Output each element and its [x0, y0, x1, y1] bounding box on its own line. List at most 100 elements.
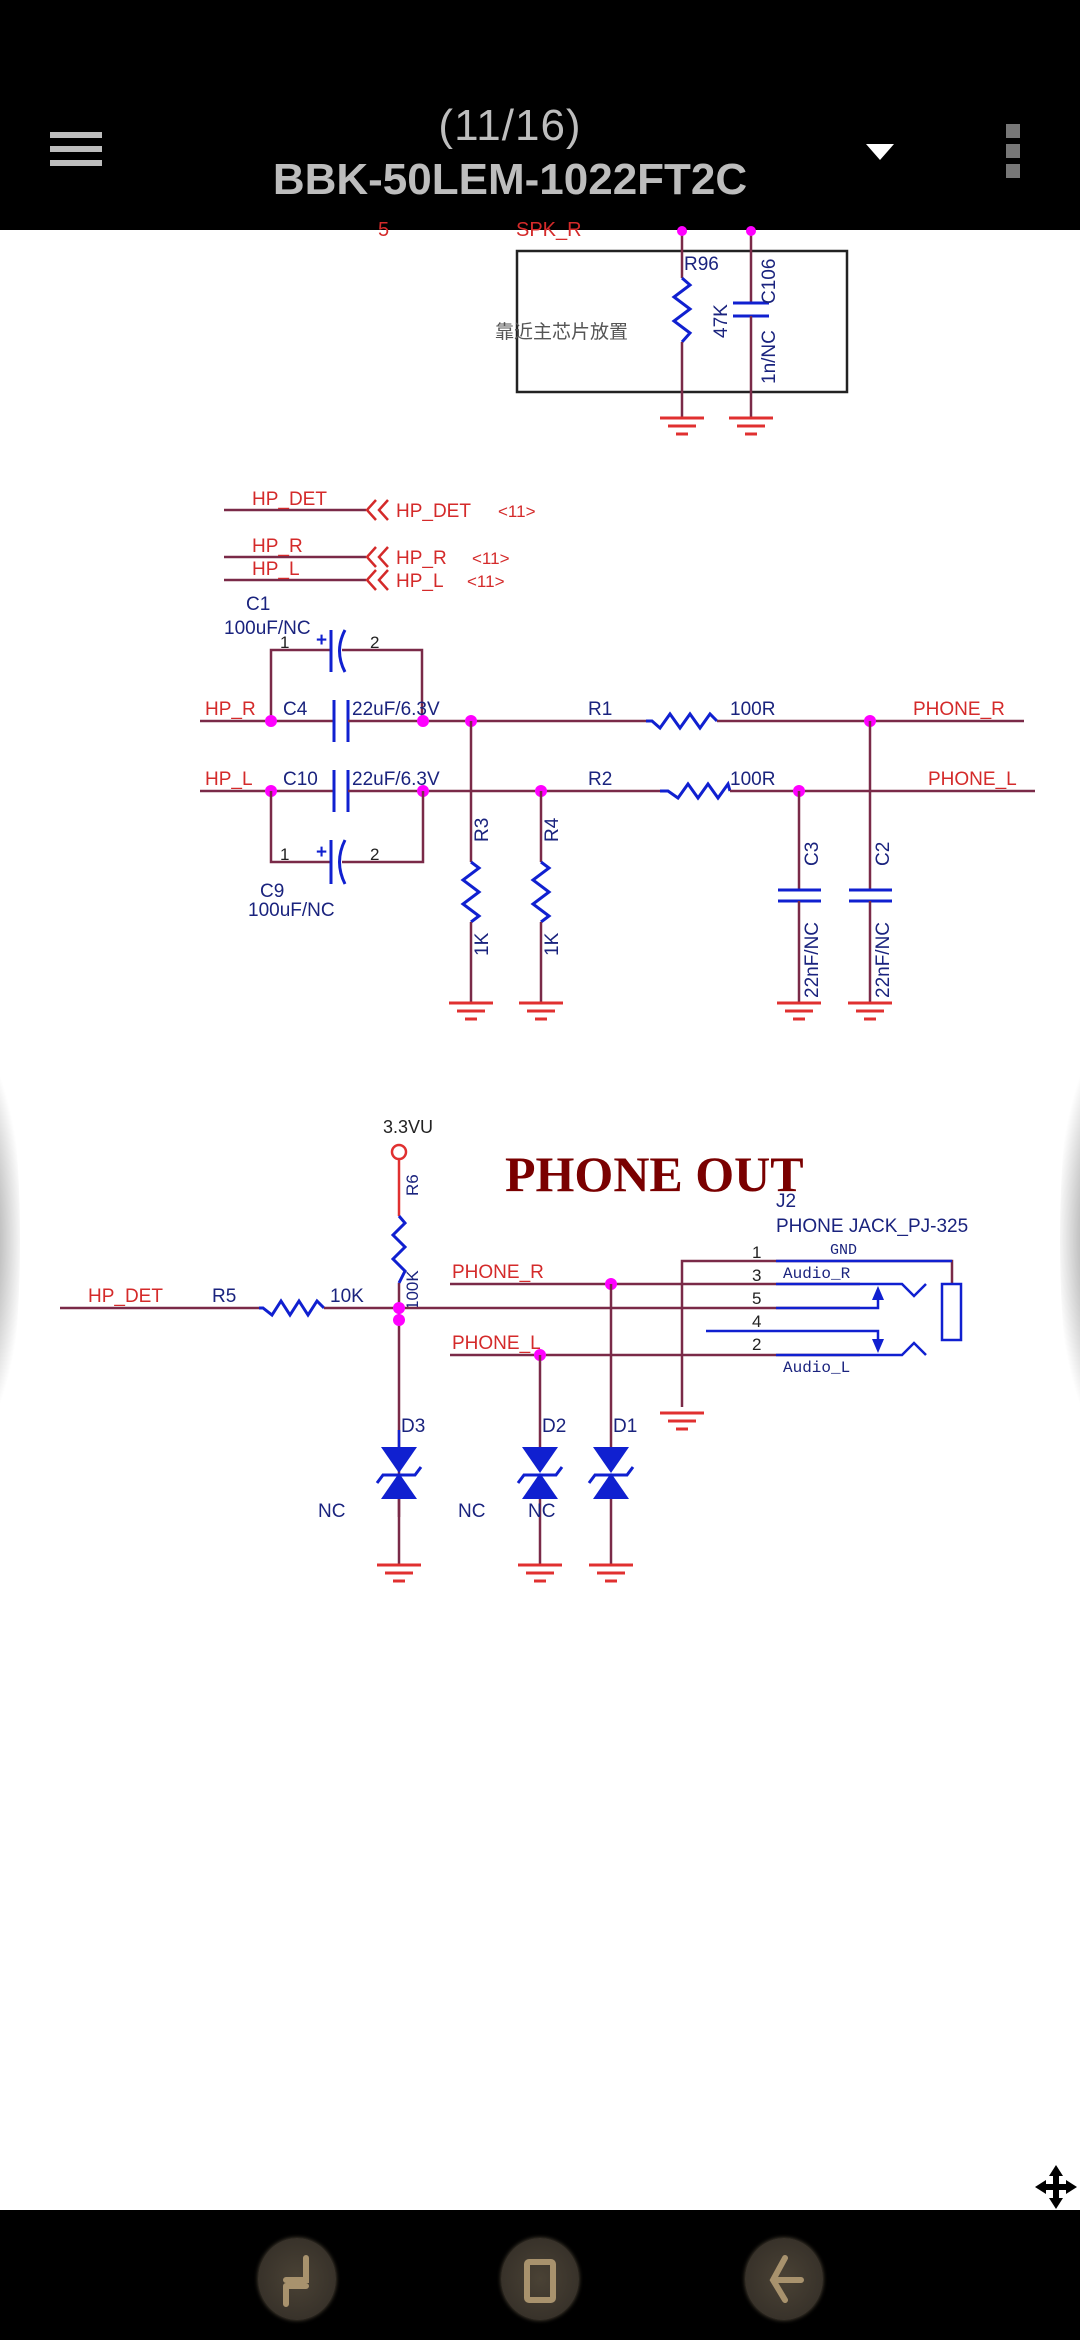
r1-ref: R1: [588, 699, 612, 720]
d2-ref: D2: [542, 1416, 566, 1437]
page-ref: <11>: [498, 502, 536, 521]
filter-section: C1 100uF/NC 1 + 2 HP_R C4 22uF/6.3V R1 1…: [200, 594, 1035, 1021]
hamburger-menu-icon[interactable]: [50, 132, 102, 172]
r4-value: 1K: [542, 932, 563, 956]
section-title: PHONE OUT: [505, 1146, 804, 1202]
wire: [269, 648, 330, 721]
ground-symbol: [447, 1001, 495, 1021]
net-label: HP_L: [252, 559, 300, 580]
port-label: HP_R: [396, 548, 447, 569]
c1-ref: C1: [246, 594, 270, 615]
diode-d2: D2 NC: [458, 1355, 566, 1583]
r5-ref: R5: [212, 1286, 236, 1307]
ground-symbol: [375, 1563, 423, 1583]
hp-l-label: HP_L: [205, 769, 253, 790]
document-title: BBK-50LEM-1022FT2C: [272, 155, 748, 204]
port-label: HP_L: [396, 571, 444, 592]
jack-audio-l-label: Audio_L: [783, 1359, 850, 1377]
c9-pin2: 2: [370, 845, 379, 864]
page-indicator: (11/16): [438, 101, 582, 150]
r2-ref: R2: [588, 769, 612, 790]
page-ref: <11>: [472, 549, 510, 568]
jack-pin-1: 1: [752, 1243, 761, 1262]
c4-value: 22uF/6.3V: [352, 699, 440, 720]
recent-apps-icon[interactable]: [258, 2238, 336, 2320]
jack-pin-2: 2: [752, 1335, 761, 1354]
move-arrows-icon[interactable]: [1034, 2164, 1078, 2210]
diode-d3: D3 NC: [318, 1416, 425, 1583]
partial-label: 5: [378, 219, 389, 241]
phone-l-label: PHONE_L: [928, 769, 1017, 790]
app-bar: (11/16) BBK-50LEM-1022FT2C: [0, 0, 1080, 230]
offpage-connector-icon: [365, 499, 389, 521]
c106-value: 1n/NC: [759, 330, 780, 384]
next-page-edge[interactable]: [1060, 1040, 1080, 1440]
back-arrow-icon[interactable]: [745, 2238, 823, 2320]
offpage-ports: HP_DET HP_DET <11> HP_R HP_R <11> HP_L H…: [224, 489, 536, 592]
net-label: HP_R: [252, 536, 303, 557]
r3-ref: R3: [472, 818, 493, 842]
wire: [342, 791, 425, 864]
net-label: HP_DET: [252, 489, 327, 510]
c106-ref: C106: [759, 259, 780, 304]
c10-value: 22uF/6.3V: [352, 769, 440, 790]
resistor-r96: [671, 276, 693, 343]
offpage-connector-icon: [365, 569, 389, 591]
c10-ref: C10: [283, 769, 318, 790]
partial-net-label: SPK_R: [516, 219, 582, 241]
d3-value: NC: [318, 1501, 345, 1522]
junction-dot: [417, 715, 429, 727]
resistor-r6: [390, 1215, 408, 1284]
capacitor-plate: [338, 839, 347, 885]
previous-page-edge[interactable]: [0, 1040, 20, 1440]
c1-value: 100uF/NC: [224, 618, 311, 639]
port-label: HP_DET: [396, 501, 471, 522]
tvs-diode-icon: [587, 1445, 635, 1501]
c1-pin1: 1: [280, 633, 289, 652]
document-canvas[interactable]: 5 SPK_R 靠近主芯片放置 R96 47K C106 1n/NC HP_DE…: [0, 219, 1080, 2210]
ground-symbol: [846, 1001, 894, 1021]
phone-r-label: PHONE_R: [913, 699, 1005, 720]
page-ref: <11>: [467, 572, 505, 591]
d1-ref: D1: [613, 1416, 637, 1437]
jack-switch-r: [776, 1290, 880, 1310]
title-block: (11/16) BBK-50LEM-1022FT2C: [0, 100, 1020, 208]
ground-symbol: [516, 1563, 564, 1583]
wire: [269, 791, 330, 864]
c9-value: 100uF/NC: [248, 900, 335, 921]
c1-pin2: 2: [370, 633, 379, 652]
c9-polarity: +: [316, 842, 327, 863]
junction-dot: [393, 1314, 405, 1326]
home-icon[interactable]: [501, 2238, 579, 2320]
c9-pin1: 1: [280, 845, 289, 864]
placement-note: 靠近主芯片放置: [495, 321, 628, 343]
d2-nc-label: NC: [458, 1501, 485, 1522]
junction-dot: [265, 715, 277, 727]
wire: [342, 648, 424, 721]
junction-dot: [677, 226, 687, 236]
hp-r-label: HP_R: [205, 699, 256, 720]
jack-audio-r-label: Audio_R: [783, 1265, 851, 1283]
hp-det-label: HP_DET: [88, 1286, 163, 1307]
jack-sleeve: [940, 1282, 963, 1342]
r96-ref: R96: [684, 254, 719, 275]
jack-pin-5: 5: [752, 1289, 761, 1308]
tvs-diode-icon: [516, 1445, 564, 1501]
c2-value: 22nF/NC: [873, 922, 894, 998]
resistor-r5: [259, 1298, 326, 1318]
r6-ref: R6: [403, 1174, 422, 1196]
junction-dot: [746, 226, 756, 236]
triangle-down-icon[interactable]: [866, 144, 894, 160]
c9-ref: C9: [260, 881, 284, 902]
top-partial: 5 SPK_R: [378, 219, 582, 241]
placement-box-group: 靠近主芯片放置 R96 47K C106 1n/NC: [495, 226, 849, 436]
jack-switch-l: [706, 1329, 880, 1349]
ground-symbol: [775, 1001, 823, 1021]
arrow-down-icon: [872, 1339, 884, 1353]
vertical-overflow-icon[interactable]: [1006, 124, 1024, 182]
c1-polarity: +: [316, 630, 327, 651]
c3-ref: C3: [802, 842, 823, 866]
ground-symbol: [517, 1001, 565, 1021]
tvs-diode-icon: [375, 1445, 423, 1501]
arrow-up-icon: [872, 1286, 884, 1300]
